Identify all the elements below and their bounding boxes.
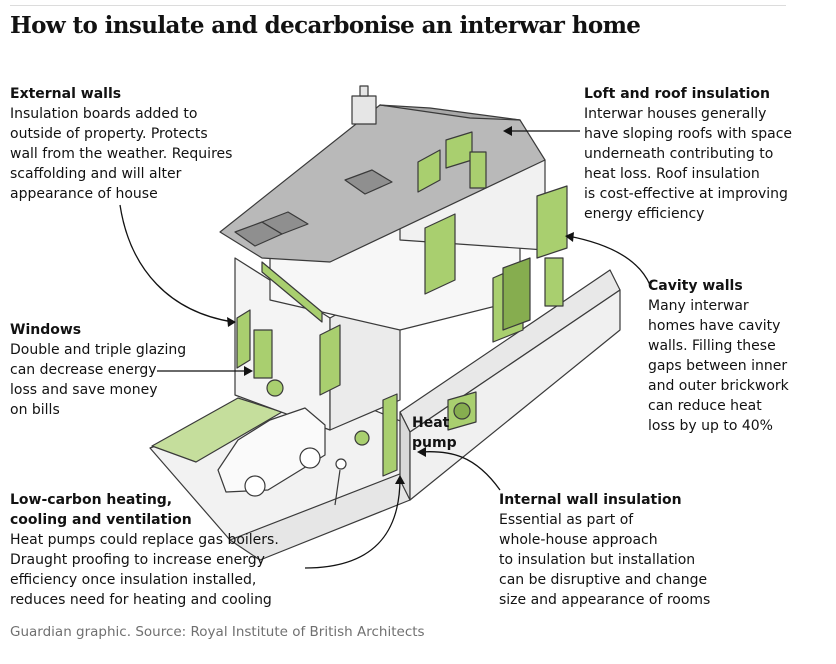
shrub-left (266, 379, 284, 397)
annotation-heading: Internal wall insulation (499, 492, 682, 508)
roof-ridge (379, 104, 521, 121)
top-rule (10, 5, 786, 6)
internal-wall-board (382, 393, 398, 477)
ext-wall-board-left (236, 309, 251, 369)
solar-panel-3 (344, 169, 393, 195)
annotation-body: Many interwar homes have cavity walls. F… (648, 298, 789, 434)
heat-pump-fan (453, 402, 471, 420)
chimney (351, 95, 377, 125)
leader-internal (419, 450, 501, 491)
window-rear (544, 257, 564, 307)
chimney-pot (359, 85, 369, 97)
annotation-body: Interwar houses generally have sloping r… (584, 106, 793, 222)
annotation-external-walls: External walls Insulation boards added t… (10, 84, 250, 204)
annotation-body: Double and triple glazing can decrease e… (10, 342, 187, 418)
annotation-body: Essential as part of whole-house approac… (499, 512, 711, 608)
annotation-low-carbon: Low-carbon heating, cooling and ventilat… (10, 490, 310, 610)
cavity-board-3 (502, 257, 531, 331)
arrow-lowcarbon (395, 475, 405, 484)
leader-lowcarbon (304, 477, 401, 569)
annotation-internal-wall: Internal wall insulation Essential as pa… (499, 490, 729, 610)
arrow-internal (417, 447, 426, 457)
annotation-heading: External walls (10, 86, 122, 102)
person (334, 469, 341, 506)
annotation-cavity-walls: Cavity walls Many interwar homes have ca… (648, 276, 828, 436)
shrub-right (354, 430, 370, 446)
heat-pump-label: Heat pump (412, 415, 457, 451)
window-front (253, 329, 273, 379)
arrow-windows (244, 366, 253, 376)
annotation-body: Heat pumps could replace gas boilers. Dr… (10, 532, 279, 608)
solar-panel-2 (261, 211, 309, 235)
annotation-windows: Windows Double and triple glazing can de… (10, 320, 200, 420)
annotation-heading: Windows (10, 322, 82, 338)
source-credit: Guardian graphic. Source: Royal Institut… (10, 624, 425, 640)
arrow-cavity (565, 232, 574, 242)
annotation-heading: Loft and roof insulation (584, 86, 770, 102)
annotation-heading: Cavity walls (648, 278, 743, 294)
ext-wall-board-right (319, 324, 341, 396)
roof-underside-insulation (261, 261, 323, 323)
window-upper (469, 151, 487, 189)
annotation-heading: Low-carbon heating, cooling and ventilat… (10, 492, 192, 528)
annotation-body: Insulation boards added to outside of pr… (10, 106, 233, 202)
arrow-external (227, 317, 236, 327)
leader-external (119, 204, 234, 323)
boundary-wall (409, 289, 621, 501)
page-title: How to insulate and decarbonise an inter… (10, 12, 641, 39)
ext-wall-board-mid (424, 213, 456, 295)
loft-insulation-1 (417, 149, 441, 193)
annotation-loft: Loft and roof insulation Interwar houses… (584, 84, 824, 224)
arrow-loft (503, 126, 512, 136)
leader-cavity (567, 235, 651, 286)
car (217, 407, 326, 493)
cavity-board-1 (536, 185, 568, 259)
